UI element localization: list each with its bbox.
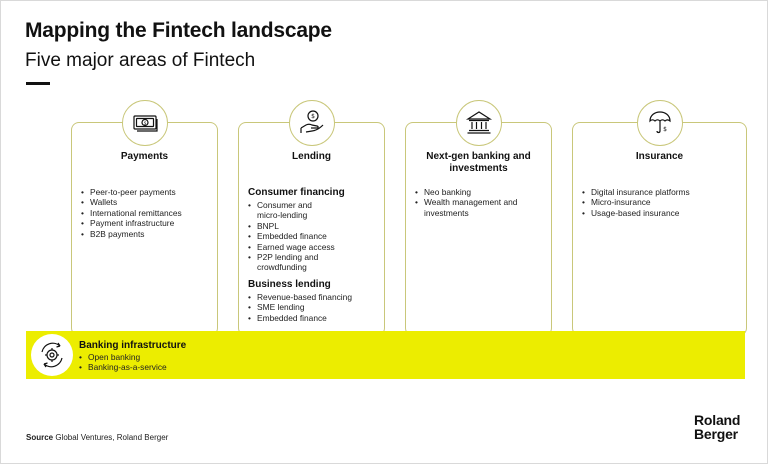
list-item: Digital insurance platforms: [582, 187, 690, 198]
card-banking: Next-gen banking and investments Neo ban…: [405, 100, 552, 336]
source-text: Global Ventures, Roland Berger: [55, 433, 169, 442]
svg-text:$: $: [663, 126, 667, 133]
gear-cycle-icon: [31, 334, 73, 376]
band-list: Open banking Banking-as-a-service: [79, 352, 167, 373]
list-item: International remittances: [81, 208, 182, 219]
card-title-lending: Lending: [292, 151, 331, 162]
bank-building-icon: [456, 100, 502, 146]
page-title: Mapping the Fintech landscape: [25, 19, 332, 42]
svg-text:$: $: [144, 120, 147, 126]
source-label: Source: [26, 433, 54, 442]
list-item: Usage-based insurance: [582, 208, 690, 219]
consumer-list: Consumer and micro-lending BNPL Embedded…: [248, 200, 382, 273]
list-item: Neo banking: [415, 187, 533, 198]
logo-line-1: Roland: [694, 412, 741, 428]
list-item: Open banking: [79, 352, 167, 363]
card-title-insurance: Insurance: [635, 151, 684, 162]
sub-heading-consumer: Consumer financing: [248, 187, 345, 198]
umbrella-dollar-icon: $: [637, 100, 683, 146]
band-title: Banking infrastructure: [79, 340, 187, 351]
list-item: Banking-as-a-service: [79, 362, 167, 373]
svg-text:$: $: [311, 113, 315, 120]
list-item: Micro-insurance: [582, 197, 690, 208]
list-item: Wealth management and investments: [415, 197, 533, 218]
banking-list: Neo banking Wealth management and invest…: [415, 187, 533, 218]
list-item: Wallets: [81, 197, 182, 208]
list-item: Embedded finance: [248, 231, 382, 242]
insurance-list: Digital insurance platforms Micro-insura…: [582, 187, 690, 219]
card-payments: $ Payments Peer-to-peer payments Wallets…: [71, 100, 218, 336]
list-item: Consumer and micro-lending: [248, 200, 327, 221]
list-item: BNPL: [248, 221, 382, 232]
card-insurance: $ Insurance Digital insurance platforms …: [572, 100, 747, 336]
page-subtitle: Five major areas of Fintech: [25, 50, 256, 71]
logo-line-2: Berger: [694, 426, 738, 442]
card-title-payments: Payments: [120, 151, 169, 162]
list-item: SME lending: [248, 302, 382, 313]
roland-berger-logo: Roland Berger: [694, 413, 740, 441]
list-item: Payment infrastructure: [81, 218, 182, 229]
card-title-banking: Next-gen banking and investments: [426, 151, 531, 174]
source-note: Source Global Ventures, Roland Berger: [26, 433, 168, 442]
list-item: Revenue-based financing: [248, 292, 382, 303]
card-lending: $ Lending Consumer financing Consumer an…: [238, 100, 385, 336]
list-item: Peer-to-peer payments: [81, 187, 182, 198]
list-item: B2B payments: [81, 229, 182, 240]
list-item: Earned wage access: [248, 242, 382, 253]
hand-coin-icon: $: [289, 100, 335, 146]
payments-list: Peer-to-peer payments Wallets Internatio…: [81, 187, 182, 239]
sub-heading-business: Business lending: [248, 278, 331, 290]
banking-infrastructure-band: Banking infrastructure Open banking Bank…: [26, 331, 745, 379]
list-item: P2P lending and crowdfunding: [248, 252, 327, 273]
banknote-icon: $: [122, 100, 168, 146]
lending-content: Consumer financing Consumer and micro-le…: [248, 187, 382, 323]
list-item: Embedded finance: [248, 313, 382, 324]
title-rule: [26, 82, 50, 85]
business-list: Revenue-based financing SME lending Embe…: [248, 292, 382, 324]
